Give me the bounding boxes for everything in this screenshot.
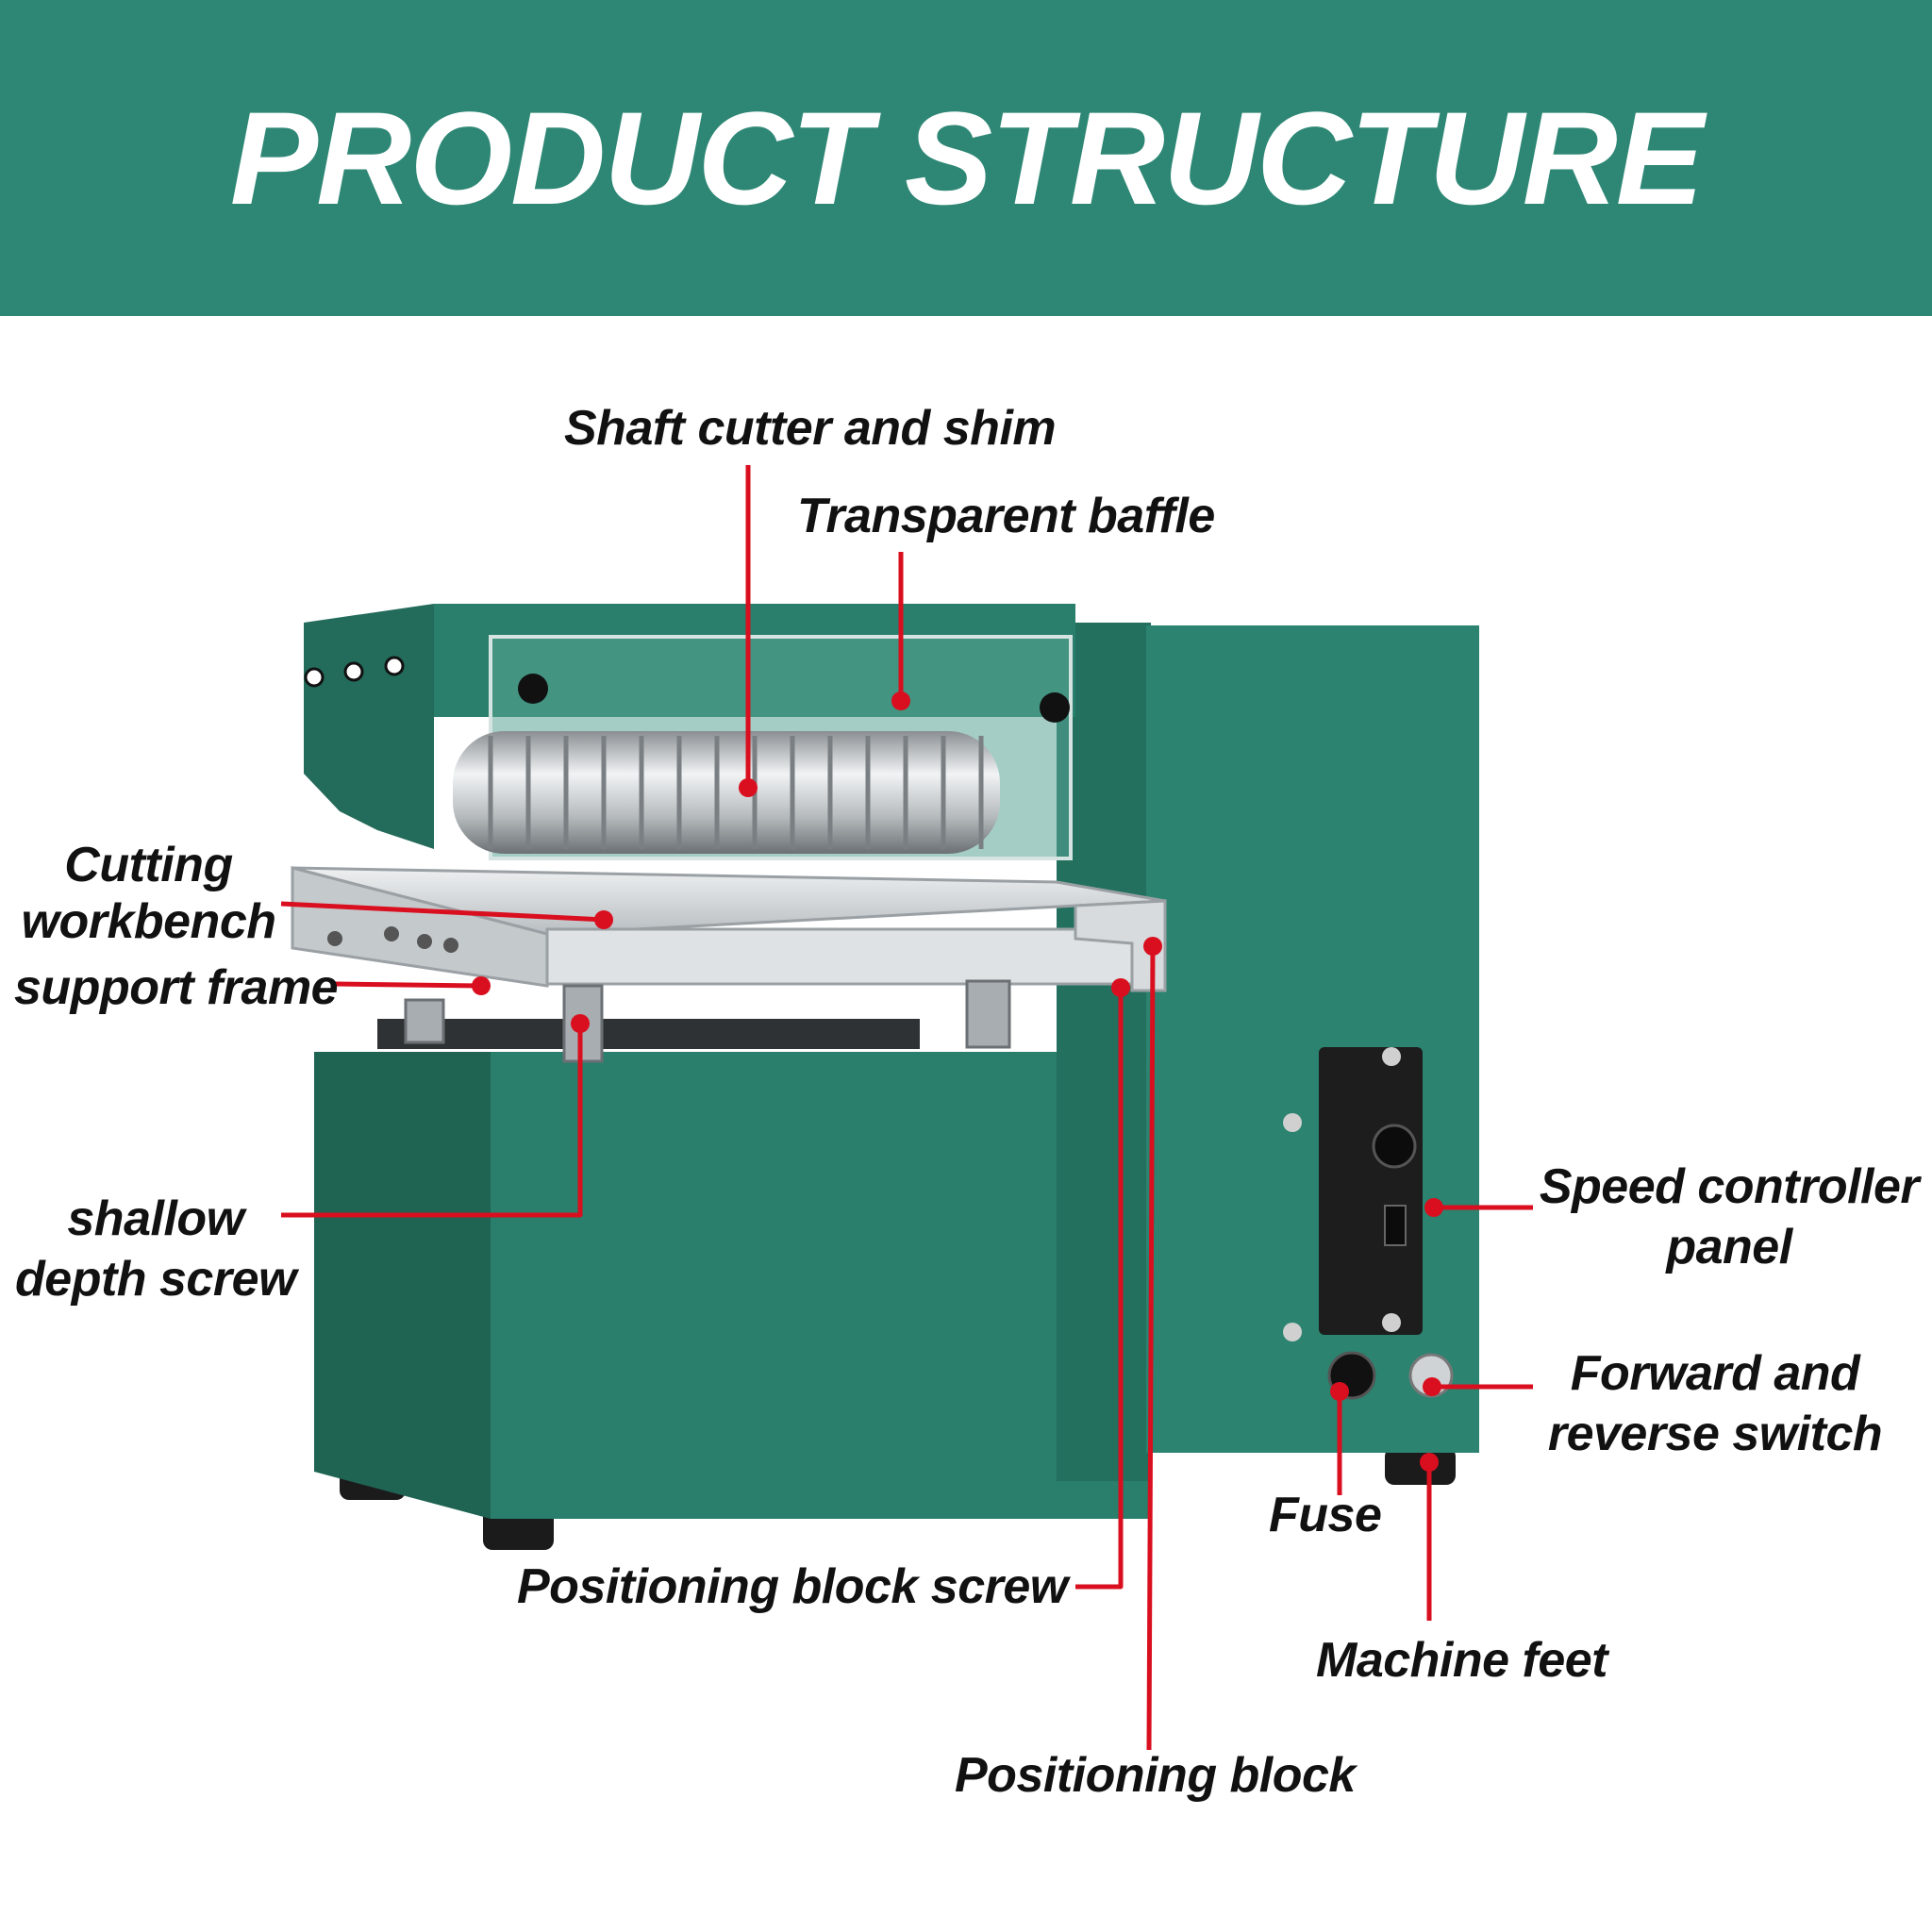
bracket-hole	[343, 661, 364, 682]
workbench-front	[545, 927, 1167, 986]
panel-screw	[1382, 1047, 1401, 1066]
speed-knob	[1372, 1124, 1417, 1169]
label-line: Transparent baffle	[797, 489, 1215, 543]
tower-side	[1057, 623, 1151, 1481]
tower-front	[1146, 625, 1479, 1453]
callout-dot	[1330, 1382, 1349, 1401]
label-line: Shaft cutter and shim	[564, 401, 1057, 456]
callout-dot	[891, 691, 910, 710]
label-line: Cutting	[64, 838, 233, 892]
label-shallow-depth-screw: shallow depth screw	[14, 1189, 297, 1309]
baffle-knob	[1040, 692, 1070, 723]
speed-controller-panel	[1319, 1047, 1423, 1335]
bracket-hole	[443, 938, 458, 953]
label-line: panel	[1666, 1220, 1792, 1274]
label-shaft-cutter: Shaft cutter and shim	[564, 398, 1057, 458]
cutter-roller	[453, 731, 1000, 854]
callout-dot	[1424, 1198, 1443, 1217]
label-positioning-block: Positioning block	[955, 1745, 1356, 1806]
depth-screw	[404, 998, 445, 1044]
bracket-hole	[327, 931, 342, 946]
label-forward-reverse-switch: Forward and reverse switch	[1536, 1343, 1894, 1464]
callout-dot	[1420, 1453, 1439, 1472]
depth-screw	[965, 979, 1011, 1049]
label-line: Positioning block	[955, 1748, 1356, 1803]
callout-line-positioning-block-screw	[1075, 988, 1124, 1590]
callout-line-support-frame	[334, 981, 482, 989]
callout-dot	[1111, 978, 1130, 997]
callout-dot	[571, 1014, 590, 1033]
label-line: workbench	[21, 894, 277, 949]
label-line: depth screw	[15, 1252, 296, 1307]
callout-dot	[594, 910, 613, 929]
head-bracket	[304, 604, 434, 849]
label-line: Forward and	[1570, 1346, 1860, 1401]
label-line: Speed controller	[1539, 1159, 1920, 1214]
label-line: Fuse	[1269, 1488, 1382, 1542]
callout-dots	[472, 691, 1443, 1472]
label-fuse: Fuse	[1269, 1485, 1382, 1545]
callout-dot	[1423, 1377, 1441, 1396]
callout-line-shallow-depth-screw	[281, 1024, 583, 1218]
callout-line-positioning-block	[1146, 945, 1156, 1751]
label-cutting-workbench: Cutting workbench	[14, 835, 283, 952]
label-line: reverse switch	[1547, 1407, 1883, 1461]
callout-dot	[472, 976, 491, 995]
label-line: support frame	[14, 960, 339, 1015]
tower-screw	[1283, 1323, 1302, 1341]
label-positioning-block-screw: Positioning block screw	[517, 1557, 1068, 1617]
label-machine-feet: Machine feet	[1316, 1630, 1607, 1690]
callout-dot	[739, 778, 758, 797]
label-speed-controller: Speed controller panel	[1536, 1157, 1923, 1277]
title-banner: PRODUCT STRUCTURE	[0, 0, 1932, 316]
bracket-hole	[417, 934, 432, 949]
machine-illustration	[291, 604, 1479, 1550]
bracket-hole	[384, 926, 399, 941]
baffle-knob	[518, 674, 548, 704]
power-switch	[1384, 1205, 1407, 1246]
foot-right	[1385, 1447, 1456, 1485]
bracket-hole	[384, 656, 405, 676]
callout-dot	[1143, 937, 1162, 956]
base-front	[491, 1052, 1151, 1519]
label-line: shallow	[67, 1191, 244, 1246]
bracket-hole	[304, 667, 325, 688]
cutter-discs	[488, 736, 984, 849]
positioning-block-shape	[1074, 899, 1167, 992]
base-side	[314, 1052, 491, 1519]
label-support-frame: support frame	[14, 958, 339, 1018]
tower-screw	[1283, 1113, 1302, 1132]
label-transparent-baffle: Transparent baffle	[797, 486, 1215, 546]
callout-line-cutting-workbench	[280, 901, 605, 923]
support-rail	[377, 1019, 920, 1049]
label-line: Machine feet	[1316, 1633, 1607, 1688]
panel-screw	[1382, 1313, 1401, 1332]
banner-title: PRODUCT STRUCTURE	[229, 84, 1704, 232]
label-line: Positioning block screw	[517, 1559, 1068, 1614]
callout-lines	[280, 465, 1533, 1751]
